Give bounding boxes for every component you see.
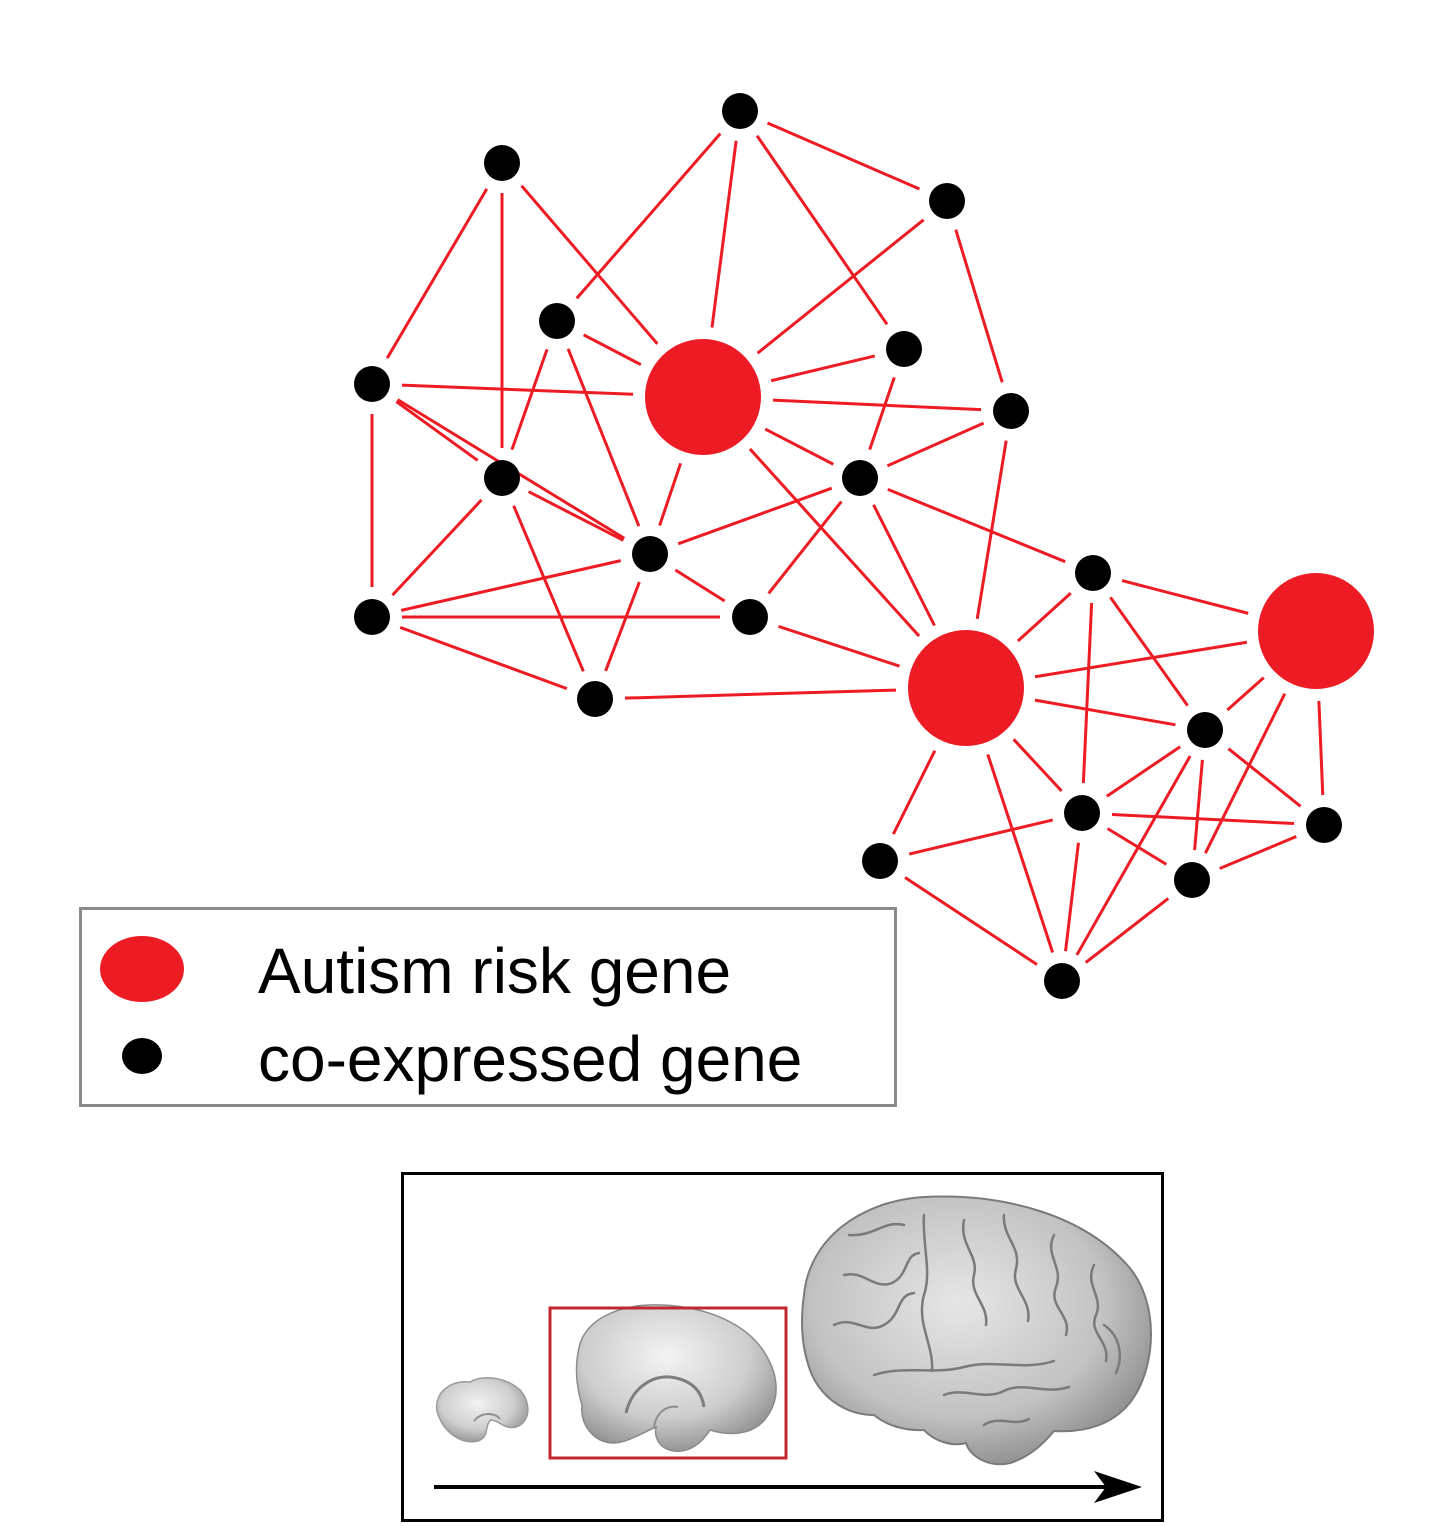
edge-R2-o: [1034, 698, 1176, 727]
edge-a-R1: [710, 140, 738, 328]
edge-j-m: [674, 568, 726, 603]
co-expressed-gene-node-p: [1064, 795, 1100, 831]
co-expressed-gene-node-f: [354, 366, 390, 402]
edge-R1-R2: [748, 447, 921, 638]
co-expressed-gene-node-g: [993, 393, 1029, 429]
risk-gene-marker-icon: [100, 936, 184, 1002]
edge-h-n: [512, 505, 585, 672]
edge-k-p: [1081, 602, 1094, 784]
edge-k-R3: [1121, 579, 1249, 615]
edge-a-c: [766, 121, 921, 191]
edge-R1-j: [658, 462, 683, 527]
co-expressed-gene-node-b: [484, 145, 520, 181]
small-fetal-brain-icon: [435, 1377, 529, 1443]
edge-f-h: [395, 400, 479, 462]
network-nodes: [354, 93, 1374, 999]
edge-R3-s: [1204, 692, 1287, 854]
brain-development-panel: [401, 1172, 1164, 1522]
edge-p-t: [1064, 842, 1080, 952]
edge-R3-q: [1317, 700, 1325, 796]
edge-a-d: [575, 132, 722, 300]
co-expressed-gene-node-e: [886, 331, 922, 367]
co-expressed-gene-node-m: [732, 599, 768, 635]
co-expressed-gene-node-c: [929, 183, 965, 219]
edge-d-j: [566, 348, 641, 527]
edge-m-R2: [778, 624, 900, 668]
edge-e-i: [868, 376, 896, 451]
edge-j-n: [604, 581, 641, 672]
co-expressed-gene-node-n: [577, 681, 613, 717]
edge-g-R2: [975, 440, 1008, 620]
network-edges: [370, 121, 1325, 966]
edge-e-R1: [770, 354, 876, 383]
co-expressed-gene-node-d: [539, 303, 575, 339]
brain-development-illustration: [434, 1195, 1152, 1503]
edge-R2-t: [986, 754, 1055, 953]
edge-i-m: [767, 500, 843, 595]
co-expressed-gene-node-o: [1187, 712, 1223, 748]
risk-gene-node-R2: [908, 630, 1024, 746]
co-expressed-gene-node-l: [354, 599, 390, 635]
edge-q-s: [1219, 835, 1297, 870]
edge-g-i: [886, 421, 985, 468]
legend-label-co: co-expressed gene: [258, 1023, 803, 1095]
edge-p-r: [908, 818, 1054, 856]
edge-r-t: [904, 876, 1038, 966]
edge-h-j: [528, 490, 624, 542]
edge-o-q: [1227, 747, 1302, 808]
edge-k-R2: [1016, 592, 1072, 643]
edge-R2-r: [892, 750, 937, 835]
edge-R3-o: [1226, 676, 1265, 712]
highlight-box: [548, 1306, 788, 1460]
edge-b-R1: [520, 184, 659, 345]
co-expressed-gene-node-a: [722, 93, 758, 129]
co-expressed-gene-node-r: [862, 843, 898, 879]
edge-R1-g: [772, 398, 982, 412]
edge-i-j: [677, 486, 833, 546]
edge-h-l: [391, 498, 483, 597]
edge-c-R1: [756, 218, 925, 355]
edge-c-g: [954, 229, 1004, 383]
co-expressed-gene-marker-icon: [122, 1038, 162, 1074]
edge-R3-R2: [1034, 640, 1248, 679]
risk-gene-node-R3: [1258, 573, 1374, 689]
edge-o-p: [1106, 745, 1181, 798]
edge-o-s: [1193, 759, 1204, 851]
mid-fetal-brain-icon: [575, 1304, 777, 1452]
adult-brain-icon: [801, 1195, 1152, 1466]
edge-R2-p: [1012, 738, 1063, 793]
co-expressed-gene-node-j: [632, 536, 668, 572]
edge-k-o: [1109, 596, 1189, 707]
edge-R1-i: [764, 427, 835, 466]
edge-d-R1: [582, 333, 642, 367]
edge-p-q: [1111, 812, 1295, 826]
legend-item-risk: Autism risk gene: [82, 926, 894, 1016]
co-expressed-gene-node-k: [1075, 555, 1111, 591]
legend-label-risk: Autism risk gene: [258, 935, 732, 1007]
edge-j-l: [400, 559, 622, 612]
edge-b-f: [385, 188, 489, 359]
edge-d-h: [510, 348, 549, 451]
edge-a-e: [755, 134, 889, 326]
edge-i-k: [887, 487, 1066, 564]
co-expressed-gene-node-t: [1044, 963, 1080, 999]
time-arrow-icon: [434, 1471, 1142, 1503]
legend: Autism risk gene co-expressed gene: [79, 907, 897, 1107]
edge-s-t: [1084, 897, 1170, 964]
co-expressed-gene-node-s: [1174, 862, 1210, 898]
edge-p-s: [1106, 827, 1168, 866]
co-expressed-gene-node-h: [484, 460, 520, 496]
edge-f-R1: [401, 383, 634, 396]
edge-o-t: [1075, 755, 1192, 956]
edge-n-R2: [624, 688, 897, 700]
edge-i-R2: [872, 504, 936, 627]
edge-l-n: [399, 625, 568, 691]
risk-gene-node-R1: [645, 339, 761, 455]
co-expressed-gene-node-q: [1306, 807, 1342, 843]
legend-item-co: co-expressed gene: [82, 1014, 894, 1104]
co-expressed-gene-node-i: [842, 460, 878, 496]
